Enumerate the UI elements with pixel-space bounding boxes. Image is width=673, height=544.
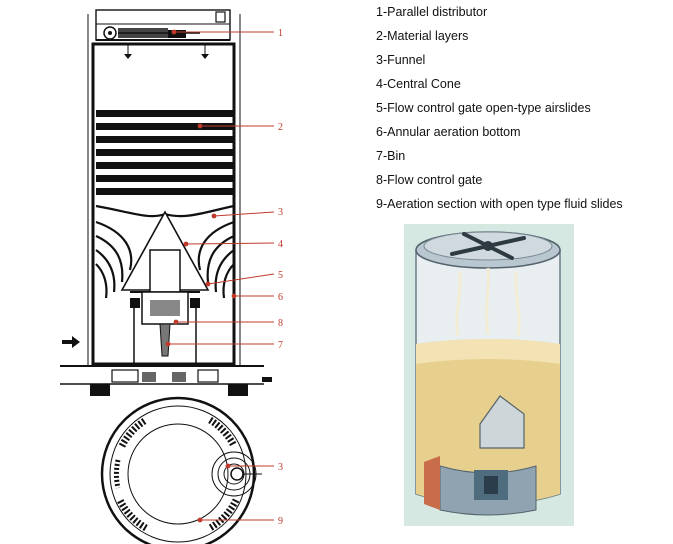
silo-cutaway-illustration xyxy=(404,224,574,526)
base-machinery xyxy=(60,336,272,396)
roof-distributor xyxy=(95,9,231,59)
callout-dots xyxy=(165,29,237,523)
callout-4: 4 xyxy=(278,239,283,250)
funnel-flow xyxy=(95,204,235,299)
callout-leaders xyxy=(168,31,275,521)
callout-6: 6 xyxy=(278,292,283,303)
bin-and-gate xyxy=(130,249,200,364)
legend-item: 8-Flow control gate xyxy=(376,173,483,187)
legend-item: 6-Annular aeration bottom xyxy=(376,125,521,139)
material-layers xyxy=(96,110,234,195)
legend-item: 2-Material layers xyxy=(376,29,469,43)
legend-item: 7-Bin xyxy=(376,149,406,163)
callout-9: 9 xyxy=(278,516,283,527)
legend-item: 1-Parallel distributor xyxy=(376,5,488,19)
callout-3: 3 xyxy=(278,207,283,218)
callout-2: 2 xyxy=(278,122,283,133)
legend-item: 4-Central Cone xyxy=(376,77,461,91)
legend-item: 5-Flow control gate open-type airslides xyxy=(376,101,591,115)
legend-item: 9-Aeration section with open type fluid … xyxy=(376,197,623,211)
callout-7: 7 xyxy=(278,340,283,351)
callout-3-plan: 3 xyxy=(278,462,283,473)
silo-walls xyxy=(87,14,241,366)
legend-list: 1-Parallel distributor 2-Material layers… xyxy=(376,4,623,220)
plan-view xyxy=(100,396,262,544)
callout-1: 1 xyxy=(278,28,283,39)
callout-8: 8 xyxy=(278,318,283,329)
legend-item: 3-Funnel xyxy=(376,53,426,67)
callout-5: 5 xyxy=(278,270,283,281)
